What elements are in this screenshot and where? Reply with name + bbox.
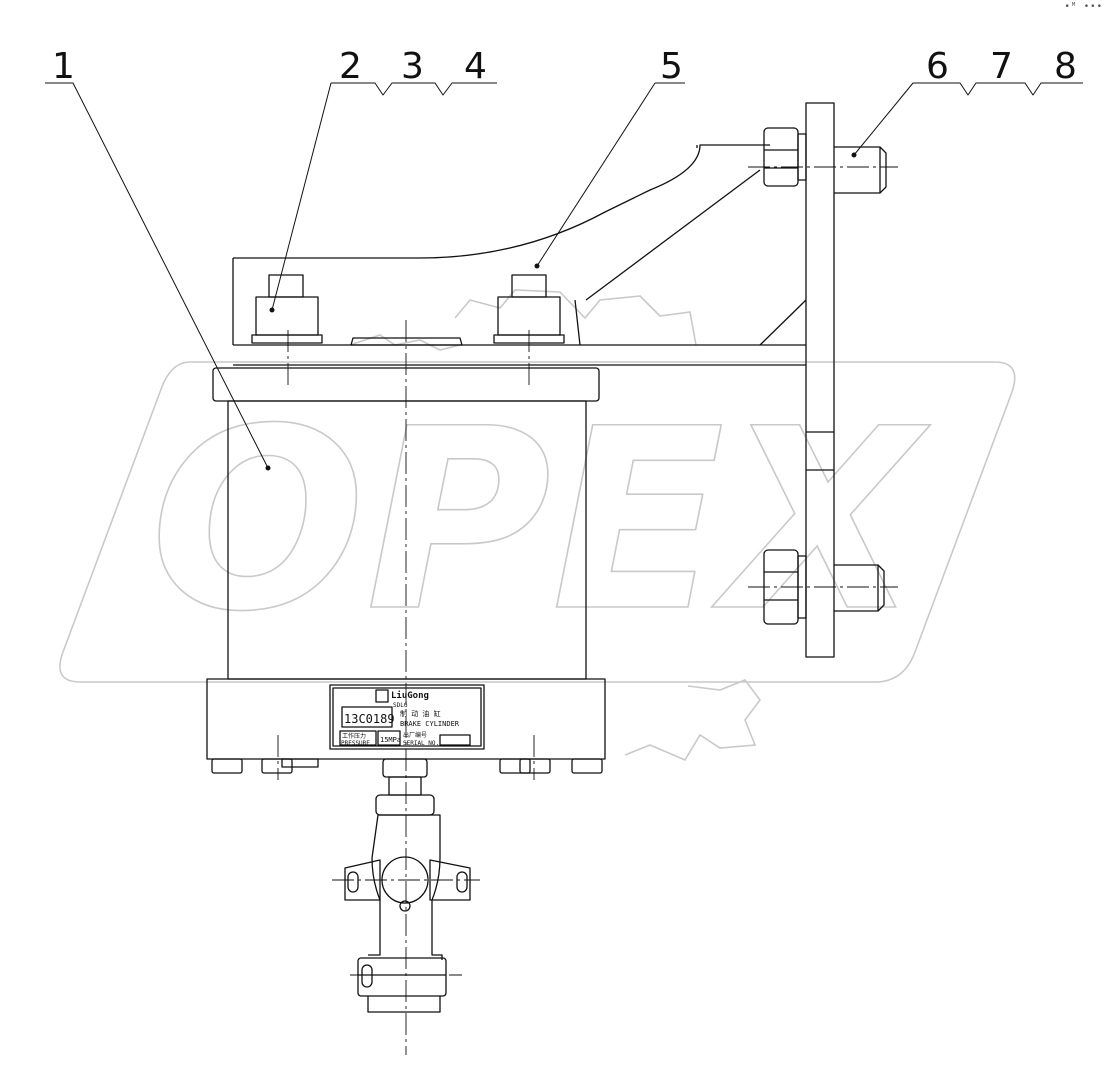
callout-2: 2: [339, 46, 362, 87]
callout-3: 3: [401, 46, 424, 87]
plate-pressure-en: PRESSURE: [341, 740, 370, 747]
name-plate: [329, 684, 485, 750]
plate-serial-en: SERIAL NO.: [403, 740, 439, 747]
push-rod-clevis: [344, 758, 471, 1013]
watermark-frame: [59, 361, 1016, 683]
corner-mark: •ᴹ •••: [1064, 2, 1103, 12]
watermark-text: OPEX: [150, 375, 930, 666]
callout-5: 5: [660, 46, 683, 87]
callout-4: 4: [464, 46, 487, 87]
name-plate-text: LiuGong SDLG 13C0189 制 动 油 缸 BRAKE CYLIN…: [341, 690, 460, 747]
plate-title-en: BRAKE CYLINDER: [400, 720, 460, 728]
callout-8: 8: [1054, 46, 1077, 87]
plate-brand: LiuGong: [391, 690, 429, 701]
watermark-gear: [454, 289, 761, 762]
callout-1: 1: [52, 46, 75, 87]
plate-serial-cn: 出厂编号: [403, 731, 427, 739]
watermark: OPEX: [59, 289, 1016, 762]
upper-bolt: [763, 127, 887, 194]
callout-numbers: 1 2 3 4 5 6 7 8: [52, 46, 1077, 87]
leader-dots: [265, 152, 857, 471]
flange-plate: [805, 102, 835, 658]
plate-brand-sub: SDLG: [393, 702, 408, 709]
leader-lines: [45, 82, 1083, 469]
mounting-bracket: [232, 144, 807, 366]
plate-title-cn: 制 动 油 缸: [400, 709, 441, 718]
housing-feet: [211, 758, 603, 774]
callout-7: 7: [990, 46, 1013, 87]
plate-pressure-cn: 工作压力: [342, 732, 366, 740]
callout-6: 6: [926, 46, 949, 87]
plate-part-no: 13C0189: [344, 712, 395, 726]
center-lines: [277, 166, 898, 1055]
watermark-gear-2: [349, 334, 461, 351]
plate-pressure-value: 15MPa: [380, 736, 401, 744]
nut-left: [251, 274, 323, 344]
